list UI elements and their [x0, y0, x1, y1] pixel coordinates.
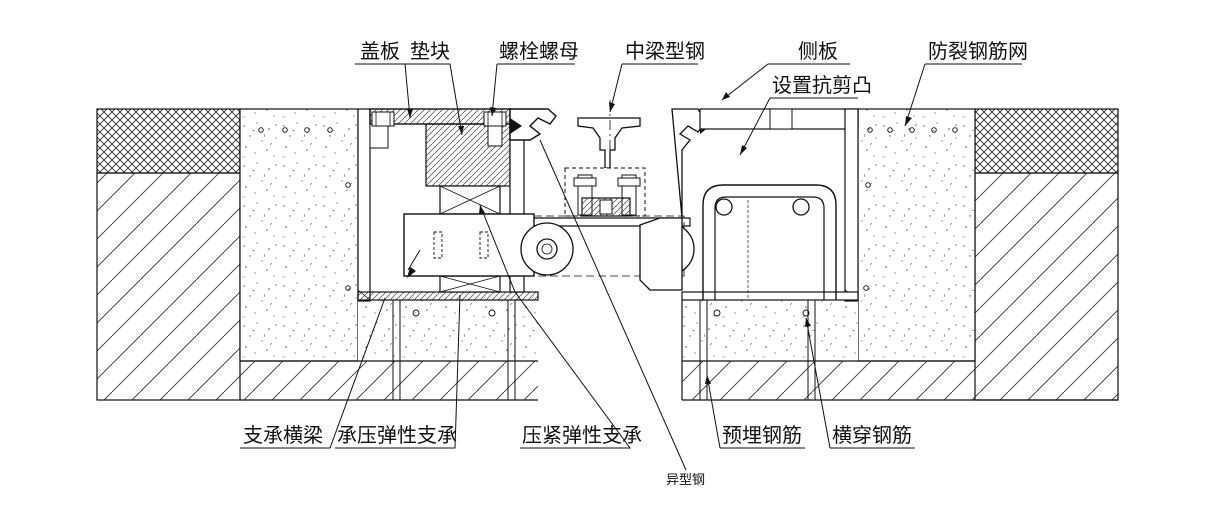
- label-compression-elastic-support: 压紧弹性支承: [522, 423, 642, 447]
- label-special-steel: 异型钢: [666, 473, 705, 488]
- label-support-crossbeam: 支承横梁: [243, 423, 323, 447]
- label-embedded-rebar: 预埋钢筋: [722, 423, 802, 447]
- label-bearing-elastic-support: 承压弹性支承: [337, 423, 457, 447]
- label-transverse-rebar: 横穿钢筋: [832, 423, 912, 447]
- anti-crack-mesh-dots: [258, 127, 958, 317]
- left-steel-box: [357, 108, 557, 302]
- label-anti-crack-mesh: 防裂钢筋网: [928, 39, 1028, 63]
- arrowheads: [407, 92, 912, 384]
- right-slab: [681, 108, 1119, 401]
- label-cover-plate: 盖板: [360, 39, 400, 63]
- left-slab: [96, 108, 538, 401]
- label-shear-bump: 设置抗剪凸: [772, 73, 872, 97]
- label-bolt-nut: 螺栓螺母: [499, 39, 579, 63]
- label-middle-beam: 中梁型钢: [625, 39, 705, 63]
- label-side-plate: 侧板: [798, 39, 838, 63]
- right-steel-box: [639, 108, 859, 302]
- label-pad-block: 垫块: [410, 39, 450, 63]
- leader-lines: [240, 63, 1022, 471]
